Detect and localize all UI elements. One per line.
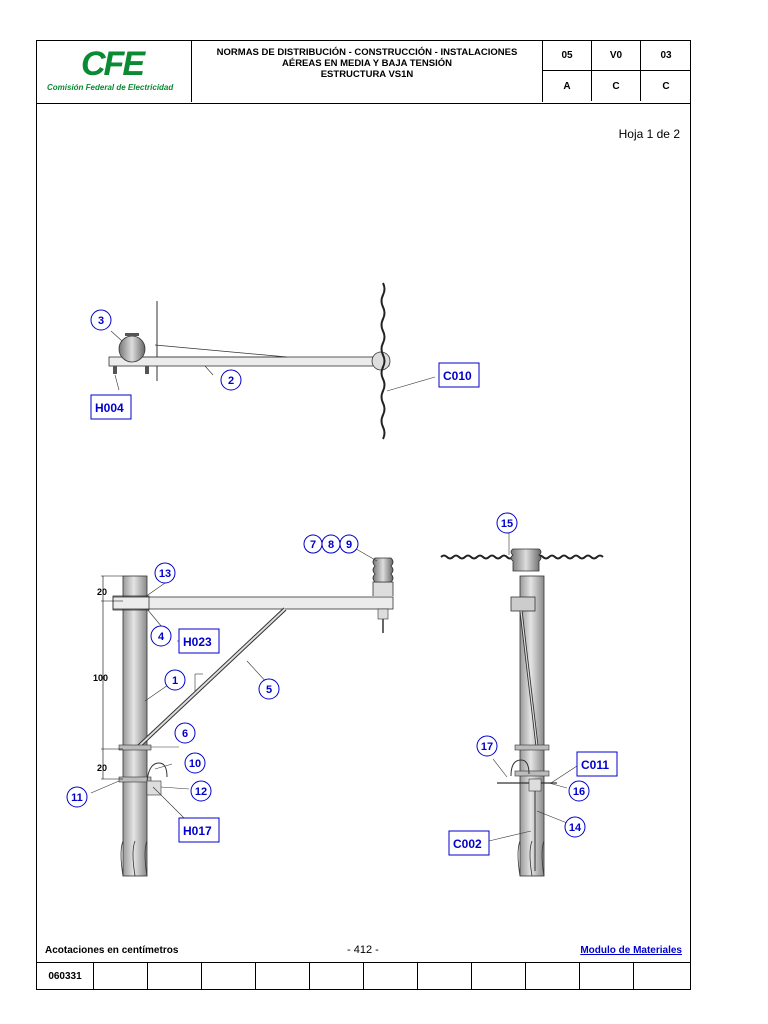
ref-h004: H004 xyxy=(90,394,132,420)
revision-cell xyxy=(256,963,310,990)
front-view xyxy=(440,533,604,877)
dimension-lines xyxy=(101,575,123,780)
technical-drawing: 3 2 7 8 9 13 4 1 5 6 10 11 12 15 17 16 1… xyxy=(66,282,618,877)
svg-text:15: 15 xyxy=(501,518,513,530)
document-number: 060331 xyxy=(37,963,94,990)
callout-1: 1 xyxy=(164,669,186,691)
callout-15: 15 xyxy=(496,512,518,534)
ref-h017: H017 xyxy=(178,817,220,843)
svg-text:3: 3 xyxy=(98,315,104,327)
callout-2: 2 xyxy=(220,369,242,391)
svg-text:14: 14 xyxy=(569,822,582,834)
dim-100: 100 xyxy=(93,673,108,683)
ref-c011: C011 xyxy=(576,751,618,777)
revision-cell xyxy=(526,963,580,990)
svg-text:H023: H023 xyxy=(183,635,212,649)
code-bottom-3: C xyxy=(662,80,670,92)
footer-units-note: Acotaciones en centímetros xyxy=(45,945,179,956)
title-line-2: AÉREAS EN MEDIA Y BAJA TENSIÓN xyxy=(282,58,452,69)
svg-text:H017: H017 xyxy=(183,824,212,838)
svg-text:4: 4 xyxy=(158,631,165,643)
svg-text:8: 8 xyxy=(328,539,334,551)
code-top-3: 03 xyxy=(641,41,691,71)
callout-14: 14 xyxy=(564,816,586,838)
page-number: - 412 - xyxy=(347,944,379,956)
page-label: Hoja 1 de 2 xyxy=(618,127,680,141)
code-grid: 05 V0 03 A C C xyxy=(542,41,691,102)
svg-text:2: 2 xyxy=(228,375,234,387)
code-bottom-2: C xyxy=(592,71,641,101)
insulator-top xyxy=(118,335,146,363)
svg-text:13: 13 xyxy=(159,568,171,580)
title-line-1: NORMAS DE DISTRIBUCIÓN - CONSTRUCCIÓN - … xyxy=(216,47,518,58)
revision-cell xyxy=(94,963,148,990)
callout-5: 5 xyxy=(258,678,280,700)
revision-cell xyxy=(418,963,472,990)
svg-text:C002: C002 xyxy=(453,837,482,851)
svg-text:H004: H004 xyxy=(95,401,124,415)
callout-10: 10 xyxy=(184,752,206,774)
dim-20-top: 20 xyxy=(97,587,107,597)
code-top-2: V0 xyxy=(592,41,641,71)
revision-cell xyxy=(580,963,634,990)
callout-9: 9 xyxy=(339,534,359,554)
svg-text:7: 7 xyxy=(310,539,316,551)
callout-3: 3 xyxy=(90,309,112,331)
cfe-logo: CFE Comisión Federal de Electricidad xyxy=(37,41,192,102)
callout-11: 11 xyxy=(66,786,88,808)
drawing-sheet: CFE Comisión Federal de Electricidad NOR… xyxy=(36,40,691,990)
pole-side xyxy=(122,575,148,877)
logo-subtitle: Comisión Federal de Electricidad xyxy=(47,83,174,92)
svg-text:16: 16 xyxy=(573,786,585,798)
code-top-1: 05 xyxy=(543,41,592,71)
svg-text:17: 17 xyxy=(481,741,493,753)
svg-text:11: 11 xyxy=(71,792,83,804)
document-title: NORMAS DE DISTRIBUCIÓN - CONSTRUCCIÓN - … xyxy=(192,47,542,80)
ref-h023: H023 xyxy=(178,628,220,654)
revision-strip: 060331 xyxy=(37,962,690,990)
callout-13: 13 xyxy=(154,562,176,584)
svg-text:5: 5 xyxy=(266,684,272,696)
revision-cell xyxy=(472,963,526,990)
callout-17: 17 xyxy=(476,735,498,757)
callout-6: 6 xyxy=(174,722,196,744)
logo-text: CFE xyxy=(81,45,145,83)
crossarm-top xyxy=(108,356,390,367)
callout-7: 7 xyxy=(303,534,323,554)
callout-8: 8 xyxy=(321,534,341,554)
ref-c002: C002 xyxy=(448,830,490,856)
insulator-side xyxy=(372,557,394,583)
code-bottom-1: A xyxy=(543,71,592,101)
revision-cell xyxy=(148,963,202,990)
callout-16: 16 xyxy=(568,780,590,802)
insulator-front xyxy=(510,548,542,572)
title-block: CFE Comisión Federal de Electricidad NOR… xyxy=(37,41,691,104)
top-view xyxy=(108,282,436,440)
callout-12: 12 xyxy=(190,780,212,802)
svg-text:10: 10 xyxy=(189,758,201,770)
crossarm-side xyxy=(112,596,394,610)
svg-text:C011: C011 xyxy=(581,758,609,772)
ref-c010: C010 xyxy=(438,362,480,388)
revision-cell xyxy=(364,963,418,990)
dim-20-bottom: 20 xyxy=(97,763,107,773)
title-line-3: ESTRUCTURA VS1N xyxy=(320,69,414,80)
svg-text:6: 6 xyxy=(182,728,188,740)
revision-cell xyxy=(202,963,256,990)
callout-4: 4 xyxy=(150,625,172,647)
svg-text:12: 12 xyxy=(195,786,207,798)
svg-text:C010: C010 xyxy=(443,369,472,383)
conductor-top xyxy=(380,282,386,440)
svg-text:9: 9 xyxy=(346,539,352,551)
side-view xyxy=(90,545,394,877)
revision-cell xyxy=(310,963,364,990)
materials-module-link[interactable]: Modulo de Materiales xyxy=(580,945,682,956)
svg-text:1: 1 xyxy=(172,675,178,687)
